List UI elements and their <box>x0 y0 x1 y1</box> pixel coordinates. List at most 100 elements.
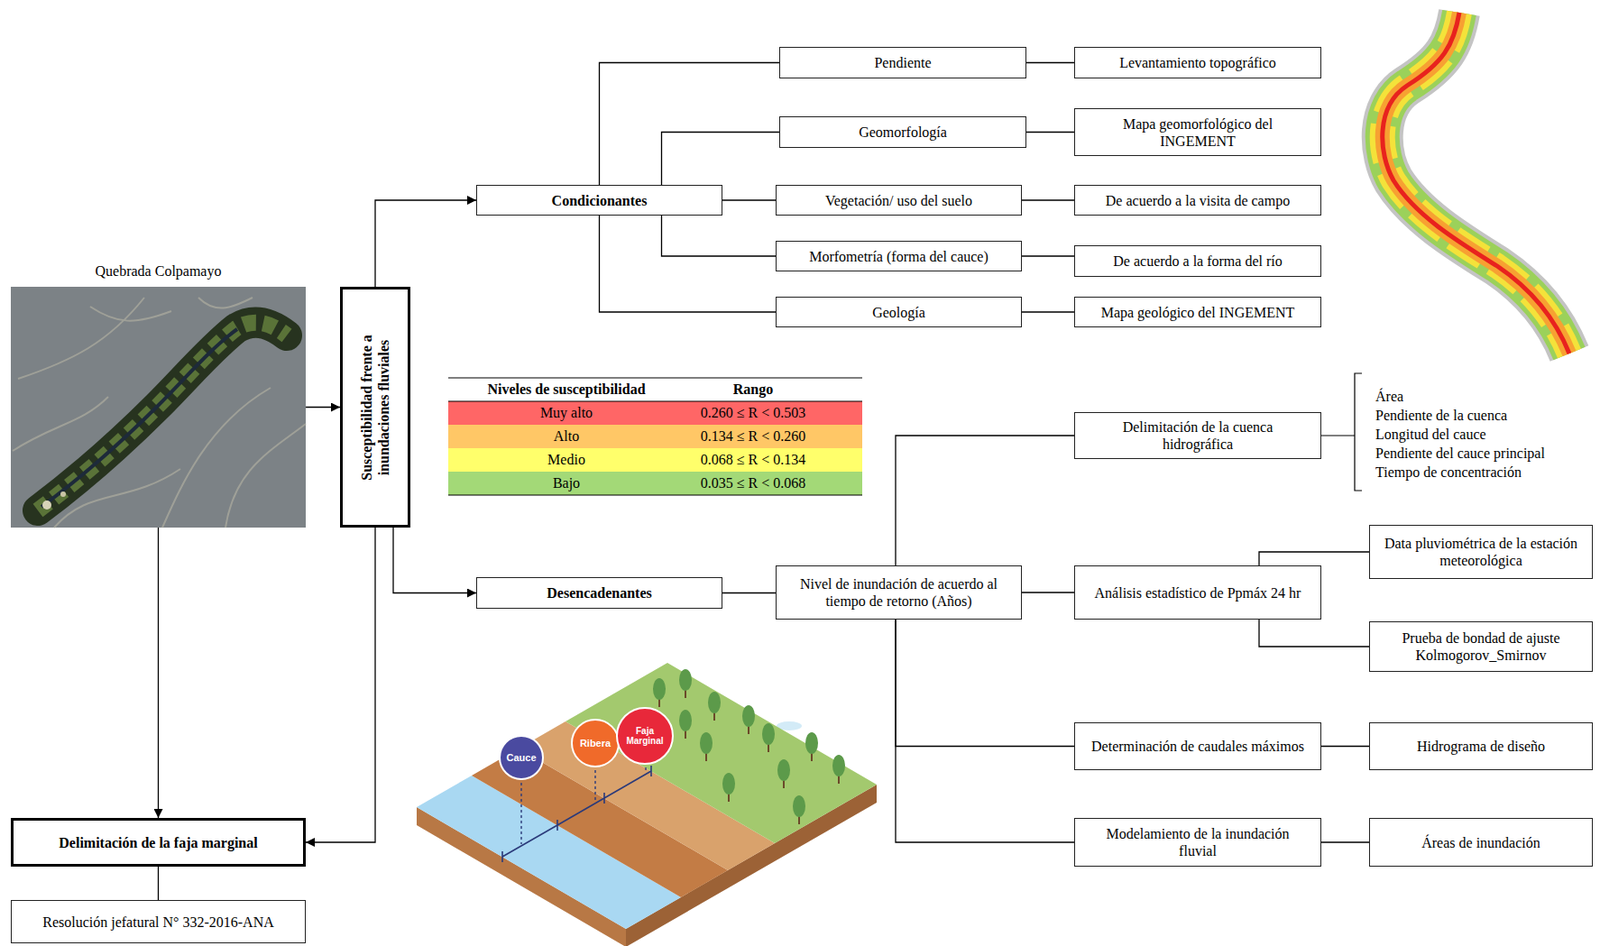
connector <box>1321 841 1370 843</box>
riverbank-illustration-part <box>659 685 839 825</box>
node-text: De acuerdo a la visita de campo <box>1105 192 1290 210</box>
node-text: Quebrada Colpamayo <box>10 262 306 281</box>
table-cell: 0.068 ≤ R < 0.134 <box>644 450 862 469</box>
susceptibility-map-part <box>1382 12 1570 354</box>
table-header: Rango <box>644 380 862 399</box>
process-box: Prueba de bondad de ajuste Kolmogorov_Sm… <box>1369 621 1593 672</box>
node-text: Delimitación de la cuenca hidrográfica <box>1085 418 1310 453</box>
connector <box>1321 745 1370 747</box>
node-text: Modelamiento de la inundación fluvial <box>1085 825 1310 860</box>
callout-circle: Cauce <box>498 735 544 781</box>
node-text: De acuerdo a la forma del río <box>1112 252 1282 270</box>
node-text: Geomorfología <box>858 123 948 141</box>
riverbank-illustration-part-part <box>722 772 736 795</box>
riverbank-illustration-part <box>521 767 646 845</box>
node-text: Levantamiento topográfico <box>1119 54 1277 72</box>
list-item: Pendiente de la cuenca <box>1375 406 1508 425</box>
susceptibility-table-part <box>448 471 863 496</box>
node-text: Vegetación/ uso del suelo <box>825 192 973 210</box>
node-text: Data pluviométrica de la estación meteor… <box>1380 534 1582 570</box>
susceptibility-map-part <box>1382 12 1570 354</box>
process-box: Modelamiento de la inundación fluvial <box>1074 818 1322 867</box>
aerial-photo <box>10 286 306 528</box>
callout-circle: Faja Marginal <box>616 707 674 765</box>
susceptibility-table-part <box>448 401 863 425</box>
table-cell: Muy alto <box>458 404 675 423</box>
riverbank-illustration-part-part <box>708 691 721 714</box>
list-item: Longitud del cauce <box>1375 425 1487 444</box>
process-box: Delimitación de la cuenca hidrográfica <box>1074 412 1322 460</box>
source-box: Mapa geomorfológico del INGEMENT <box>1074 108 1322 157</box>
node-text: Resolución jefatural N° 332-2016-ANA <box>42 913 275 931</box>
list-item: Tiempo de concentración <box>1375 463 1522 482</box>
factor-box: Geomorfología <box>779 116 1027 148</box>
node-text: Nivel de inundación de acuerdo al tiempo… <box>787 575 1011 610</box>
node-text: Mapa geológico del INGEMENT <box>1101 303 1296 322</box>
node-text: Áreas de inundación <box>1421 834 1541 852</box>
node-text: Delimitación de la faja marginal <box>58 834 258 852</box>
source-box: De acuerdo a la forma del río <box>1074 245 1322 277</box>
factor-box: Geología <box>775 296 1022 328</box>
process-box: Nivel de inundación de acuerdo al tiempo… <box>775 565 1022 620</box>
aerial-photo-part <box>10 286 306 528</box>
node-text: Faja Marginal <box>619 726 671 746</box>
connector <box>895 619 1075 843</box>
aerial-photo-part <box>37 322 287 511</box>
node-text: Determinación de caudales máximos <box>1091 737 1305 755</box>
node-text: Condicionantes <box>551 192 648 210</box>
list-item: Pendiente del cauce principal <box>1375 444 1545 463</box>
connector <box>393 527 477 594</box>
connector <box>1021 255 1075 257</box>
node-text: Morfometría (forma del cauce) <box>809 248 989 266</box>
aerial-photo-part <box>42 500 52 510</box>
factor-box: Vegetación/ uso del suelo <box>775 184 1022 216</box>
connector <box>895 435 1075 566</box>
connector <box>1026 62 1075 64</box>
node-text: Cauce <box>505 752 536 764</box>
connector <box>1259 619 1370 647</box>
result-box: Áreas de inundación <box>1369 818 1593 867</box>
riverbank-illustration-part-part <box>832 754 846 777</box>
node-text: Mapa geomorfológico del INGEMENT <box>1085 115 1310 150</box>
riverbank-illustration-part-part <box>742 705 755 727</box>
susceptibility-map-part <box>1382 12 1570 354</box>
susceptibility-map <box>1382 12 1570 354</box>
riverbank-illustration-part-part <box>679 669 692 691</box>
riverbank-illustration-part-part <box>502 765 652 863</box>
table-cell: Bajo <box>458 474 675 493</box>
process-box: Data pluviométrica de la estación meteor… <box>1369 524 1593 580</box>
connector <box>722 592 776 594</box>
riverbank-illustration-part <box>565 662 877 844</box>
riverbank-illustration-part-part <box>762 723 775 745</box>
susceptibility-map-part <box>1382 12 1570 354</box>
node-text: Hidrograma de diseño <box>1416 737 1545 755</box>
table-header: Niveles de susceptibilidad <box>458 380 675 399</box>
factor-box: Morfometría (forma del cauce) <box>775 240 1022 272</box>
table-cell: 0.134 ≤ R < 0.260 <box>644 427 862 446</box>
susceptibility-map-part <box>1382 12 1570 354</box>
riverbank-illustration-part-part <box>659 685 839 825</box>
connector <box>722 199 776 201</box>
node-text: Geología <box>872 303 926 322</box>
connector <box>375 200 477 287</box>
table-cell: Alto <box>458 427 675 446</box>
connector <box>662 132 781 186</box>
connector <box>1021 199 1075 201</box>
connector <box>662 215 777 257</box>
factor-box: Pendiente <box>779 46 1027 79</box>
riverbank-illustration-part <box>502 765 652 863</box>
group-box: Condicionantes <box>476 184 723 216</box>
result-box: Hidrograma de diseño <box>1369 722 1593 771</box>
aerial-photo-part <box>60 491 66 497</box>
connector <box>157 527 159 819</box>
table-cell: 0.035 ≤ R < 0.068 <box>644 474 862 493</box>
group-box: Desencadenantes <box>476 577 723 609</box>
connector <box>599 215 777 313</box>
riverbank-illustration-part-part <box>502 771 652 857</box>
aerial-photo-part <box>37 322 287 511</box>
table-cell: 0.260 ≤ R < 0.503 <box>644 404 862 423</box>
susceptibility-table <box>448 377 863 496</box>
photo-panel: Quebrada Colpamayo <box>10 286 306 528</box>
table-cell: Medio <box>458 450 675 469</box>
source-box: Mapa geológico del INGEMENT <box>1074 296 1322 328</box>
